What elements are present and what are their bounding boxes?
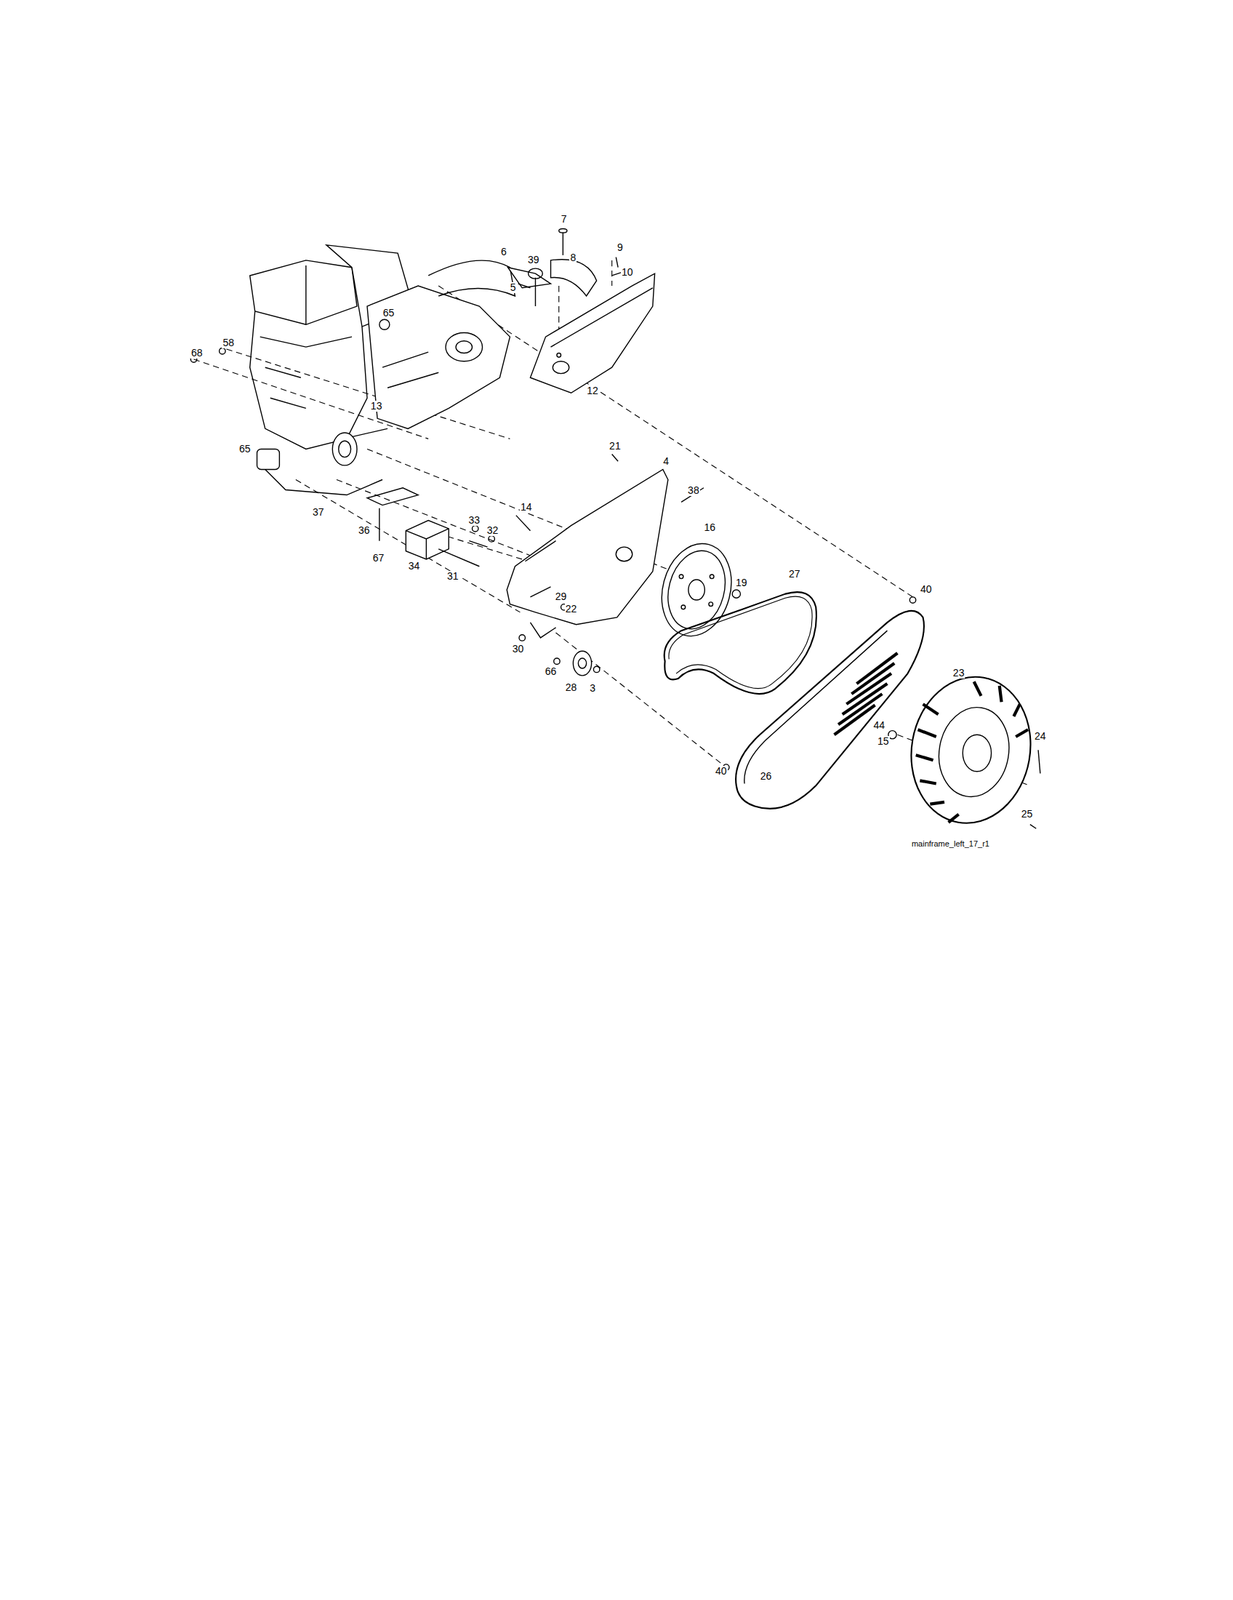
callout-number: 19 (735, 577, 749, 589)
callout-number: 29 (554, 591, 568, 602)
figure-code: mainframe_left_17_r1 (910, 838, 991, 850)
callout-number: 40 (714, 765, 728, 777)
callout-number: 36 (357, 524, 371, 536)
callout-number: 66 (544, 665, 558, 677)
callout-number: 13 (370, 400, 384, 412)
callout-number: 44 (872, 719, 886, 731)
callout-number: 6 (500, 246, 508, 258)
callout-number: 25 (1020, 808, 1034, 820)
callout-number: 30 (511, 643, 525, 655)
callout-number: 23 (952, 667, 966, 679)
callout-number: 10 (620, 266, 634, 278)
callout-number: 22 (564, 603, 578, 615)
callout-number: 33 (468, 514, 482, 526)
callout-number: 8 (569, 252, 577, 264)
callout-number: 37 (311, 506, 325, 518)
callout-number: 68 (190, 347, 204, 359)
callout-number: 40 (919, 583, 933, 595)
callout-number: 58 (221, 337, 235, 349)
callout-number: 24 (1033, 730, 1047, 742)
callout-number: 7 (560, 213, 568, 225)
callout-number: 31 (446, 570, 460, 582)
callout-number: 21 (608, 440, 622, 452)
callout-number: 32 (486, 524, 500, 536)
callout-number: 3 (588, 682, 597, 694)
callout-number: 4 (662, 455, 670, 467)
callout-number: 14 (519, 501, 533, 513)
callout-number: 67 (372, 552, 386, 564)
callout-number: 27 (788, 568, 802, 580)
callout-number: 34 (407, 560, 421, 572)
callout-number: 39 (527, 254, 541, 266)
callout-number: 65 (238, 443, 252, 455)
callout-number: 15 (876, 735, 890, 747)
callout-number: 26 (759, 770, 773, 782)
callout-number: 38 (687, 484, 701, 496)
callout-number: 16 (703, 521, 717, 533)
callout-number: 28 (564, 681, 578, 693)
callout-number: 12 (585, 385, 600, 397)
callout-number: 65 (382, 307, 396, 319)
callout-number: 5 (509, 282, 517, 293)
callout-number: 9 (616, 242, 624, 253)
